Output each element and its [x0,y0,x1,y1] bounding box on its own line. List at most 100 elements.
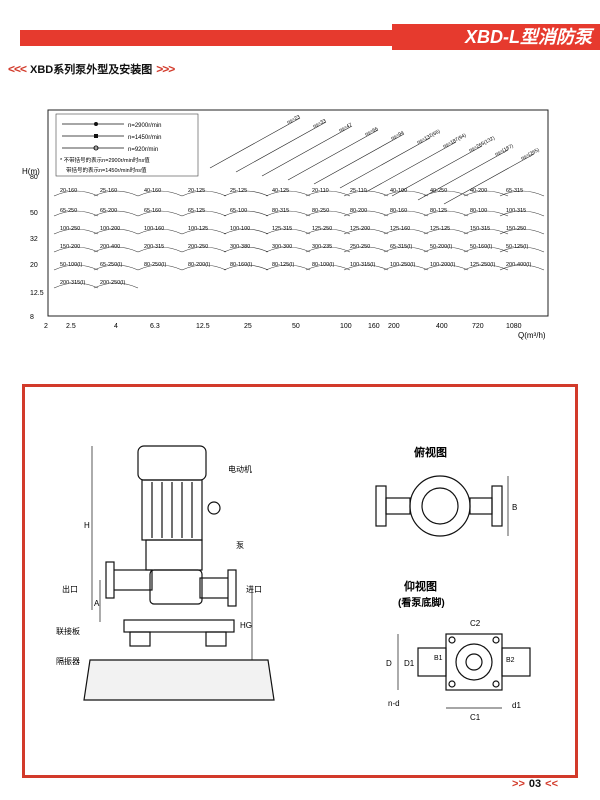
model-curve [223,190,269,197]
model-curve [93,228,139,235]
legend-label-1450: n=1450r/min [128,135,162,141]
model-label: 65-160 [144,208,161,214]
model-curve [181,264,227,271]
pump-top-view [375,475,509,537]
model-curve [305,210,351,217]
model-label: 125-200 [350,226,370,232]
chart-frame [47,109,549,317]
section-left-chevrons: <<< [8,62,27,76]
x-tick-label: 25 [244,323,252,330]
model-curve [305,190,351,197]
label-plate: 联接板 [56,626,80,636]
ns-label: ns=23 [286,114,301,126]
pump-bracket [145,539,203,571]
model-label: 200-400 [100,244,120,250]
ns-line [417,149,509,201]
model-curve [53,282,99,289]
page-number-area: >> 03 << [512,778,558,790]
model-label: 100-315 [506,208,526,214]
ns-line [365,141,457,193]
section-title: XBD系列泵外型及安装图 [30,64,153,76]
model-label: 300-235 [312,244,332,250]
model-label: 25-160 [100,188,117,194]
legend-marker-2900 [94,122,98,126]
dim-A: A [94,599,100,608]
model-curve [423,228,469,235]
ns-line [339,137,431,189]
model-label: 65-125 [188,208,205,214]
installation-drawing-frame [22,384,578,778]
legend-label-2900: n=2900r/min [128,123,162,129]
model-label: 125-250 [312,226,332,232]
legend-note-1: * 不带括号的表示n=2900r/min时ns值 [60,156,150,164]
model-curve [383,246,429,253]
model-curve [305,246,351,253]
model-label: 65-100 [230,208,247,214]
dim-D: D [386,659,392,668]
footer-right-chevrons: << [545,778,558,790]
model-curve [53,190,99,197]
legend-label-920: n=920r/min [128,147,158,153]
legend-marker-920 [93,145,99,151]
ns-label: ns=94 [390,130,405,142]
x-tick-label: 50 [292,323,300,330]
model-curve [265,264,311,271]
x-tick-label: 2.5 [66,323,76,330]
dim-C2: C2 [470,619,481,628]
model-curve [305,264,351,271]
model-curve [265,228,311,235]
model-curve [265,210,311,217]
model-curve [343,190,389,197]
model-label: 20-160 [60,188,77,194]
model-label: 65-200 [100,208,117,214]
model-label: 40-250 [430,188,447,194]
model-label: 65-315 [506,188,523,194]
model-curve [383,190,429,197]
y-tick-label: 32 [30,236,38,243]
model-curve [181,210,227,217]
model-label: 80-160 [390,208,407,214]
model-label: 20-110 [312,188,329,194]
model-curve [499,246,545,253]
model-curve [181,228,227,235]
chart-legend: n=2900r/min n=1450r/min n=920r/min * 不带括… [55,113,199,177]
model-curve [181,190,227,197]
dimension-lines [91,446,253,660]
model-curve [223,228,269,235]
model-label: 125-160 [390,226,410,232]
motor-top [137,445,207,481]
outlet-flange [105,561,115,599]
label-inlet: 进口 [246,585,262,594]
model-curve [305,228,351,235]
model-label: 100-160 [144,226,164,232]
label-base: 隔振器 [56,656,80,666]
model-label: 250-250 [350,244,370,250]
x-tick-label: 2 [44,323,48,330]
model-curve [343,210,389,217]
x-tick-label: 160 [368,323,380,330]
isolator-right [205,631,227,647]
isolator-left [129,631,151,647]
x-tick-label: 4 [114,323,118,330]
model-curve [137,246,183,253]
model-label: 100-100 [230,226,250,232]
ns-line [313,133,405,185]
model-label: 125-125 [430,226,450,232]
model-curve [499,190,545,197]
page-title: XBD-L型消防泵 [392,24,600,50]
model-curve [343,246,389,253]
page-number: 03 [528,778,542,790]
model-curve [423,210,469,217]
section-right-chevrons: >>> [156,62,175,76]
model-curve [423,246,469,253]
model-curve [423,264,469,271]
pump-bottom-view [397,633,531,709]
dim-B: B [512,503,517,512]
dim-nd: n-d [388,699,400,708]
model-label: 150-315 [470,226,490,232]
model-curve [93,190,139,197]
x-tick-label: 720 [472,323,484,330]
y-tick-label: 20 [30,262,38,269]
